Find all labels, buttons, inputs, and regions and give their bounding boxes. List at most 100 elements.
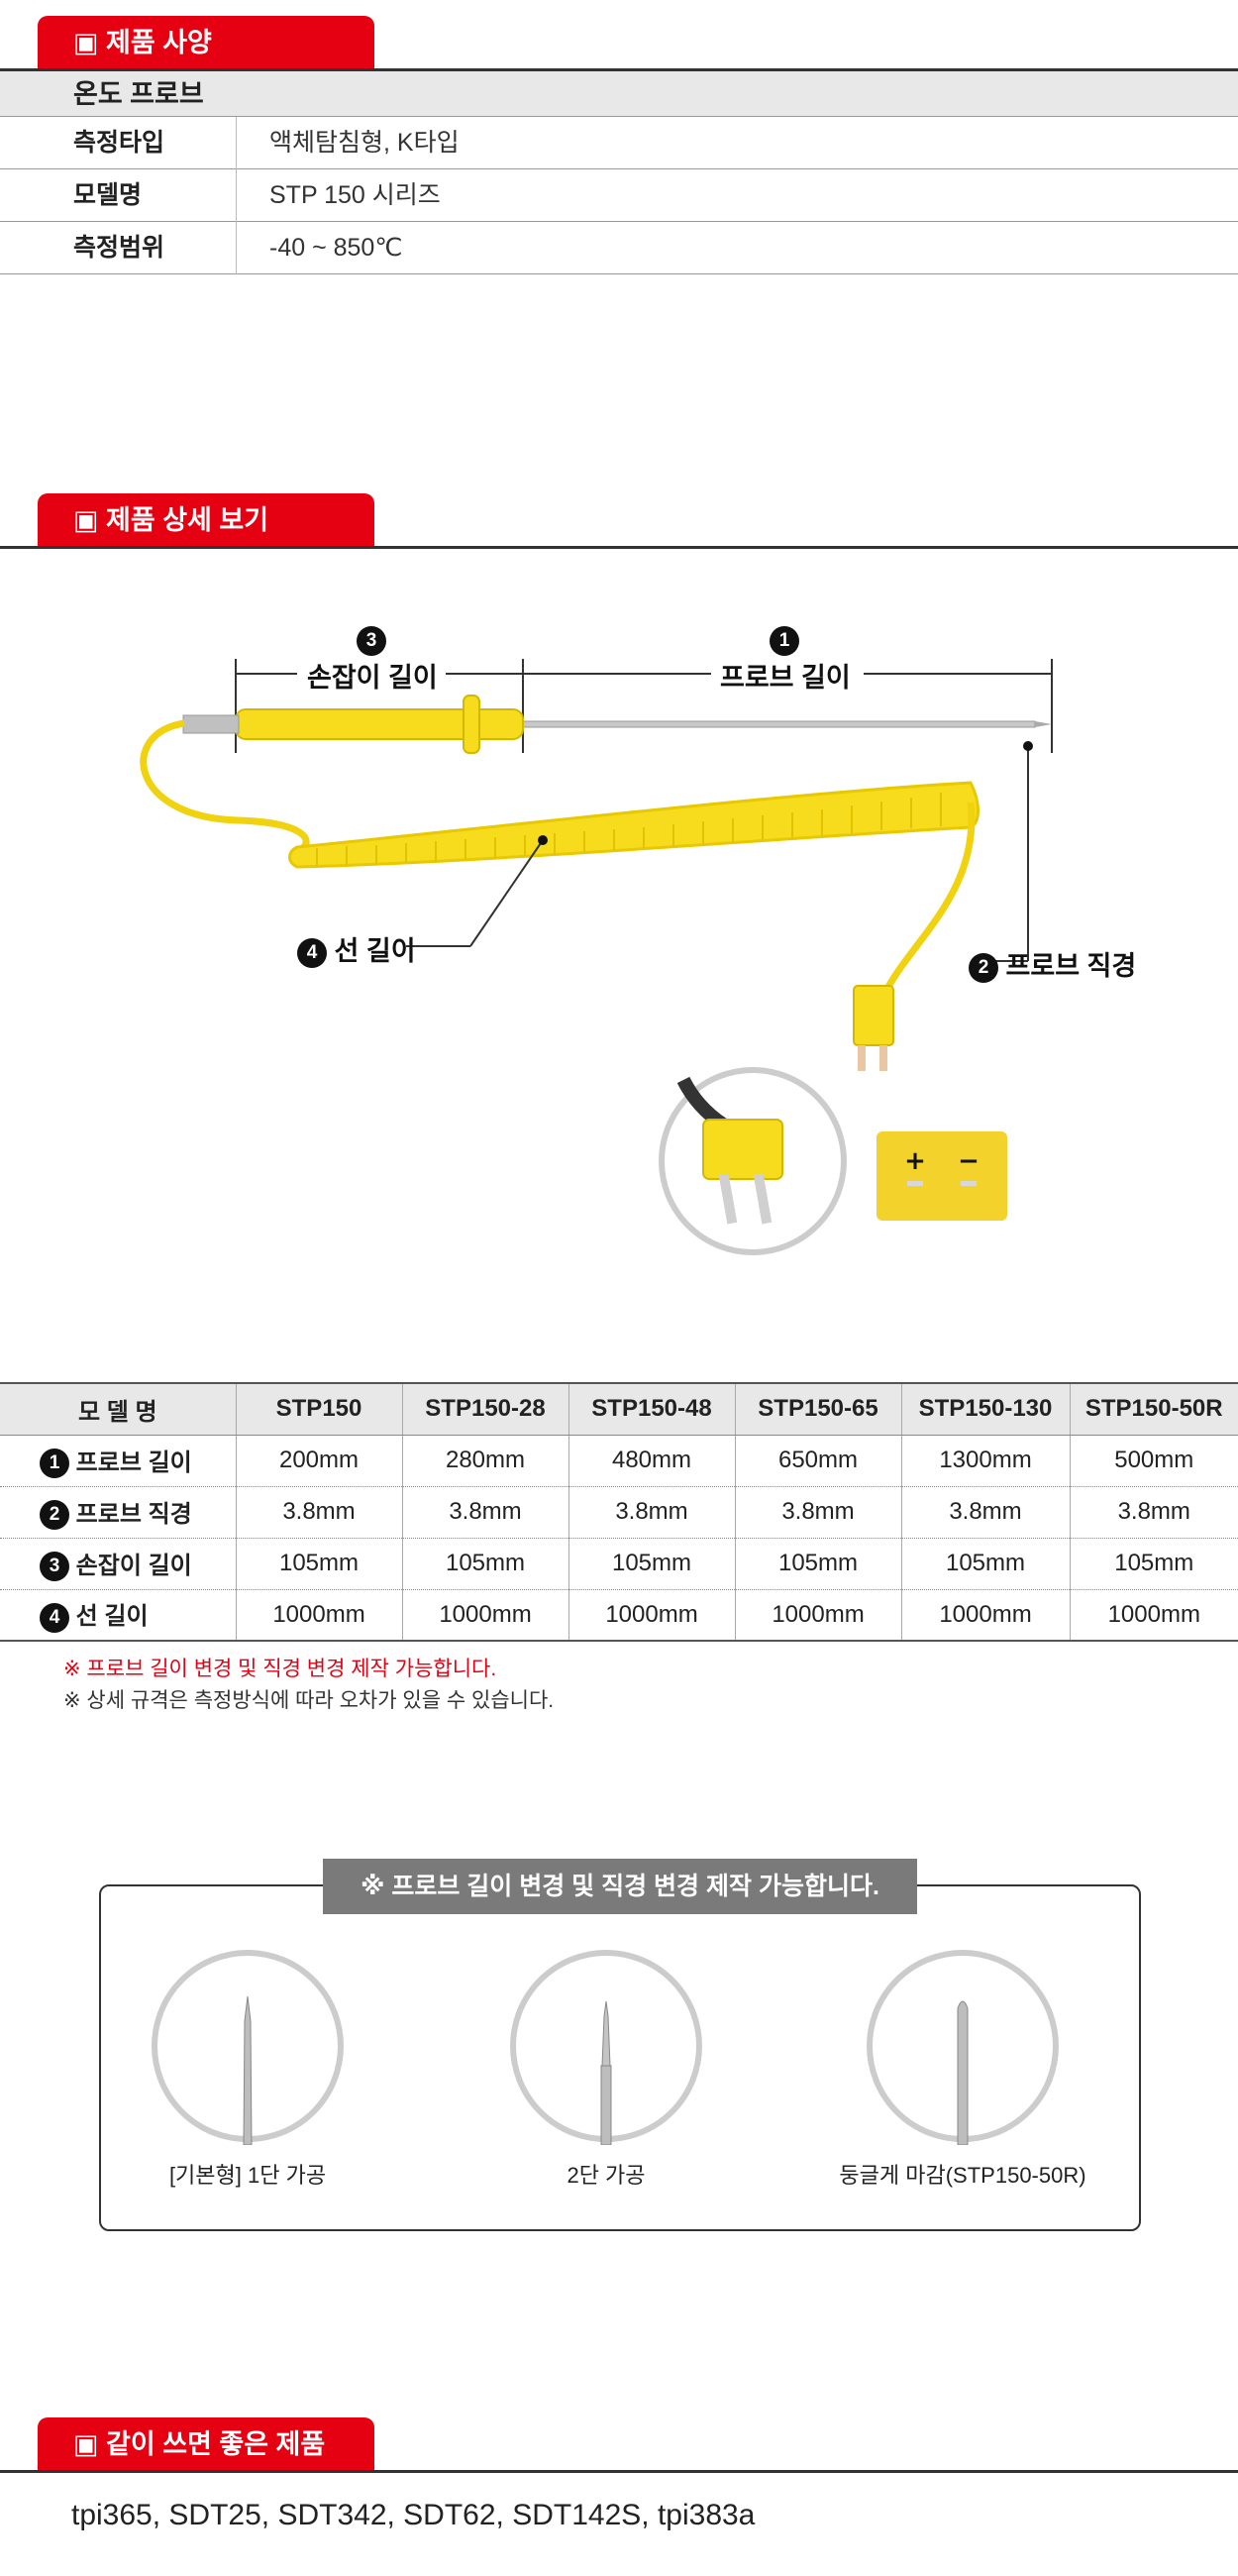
table-row: 2 프로브 직경 3.8mm 3.8mm 3.8mm 3.8mm 3.8mm 3… <box>0 1486 1238 1539</box>
table-cell: 105mm <box>402 1538 569 1590</box>
section-header-related: ▣ 같이 쓰면 좋은 제품 <box>0 2417 1238 2473</box>
dimension-lines <box>235 659 1053 753</box>
spec-row: 모델명 STP 150 시리즈 <box>0 169 1238 222</box>
section-divider <box>0 2470 1238 2473</box>
model-name: STP150-28 <box>402 1383 569 1436</box>
spec-value: STP 150 시리즈 <box>269 181 441 209</box>
table-cell: 200mm <box>236 1435 403 1487</box>
spec-key: 모델명 <box>73 181 143 209</box>
spec-row: 측정타입 액체탐침형, K타입 <box>0 117 1238 169</box>
spec-table-title: 온도 프로브 <box>0 71 1238 117</box>
table-cell: 480mm <box>568 1435 736 1487</box>
model-name: STP150-50R <box>1070 1383 1238 1436</box>
table-cell: 3.8mm <box>402 1486 569 1539</box>
probe-cable <box>140 719 310 856</box>
row-label: 1 프로브 길이 <box>0 1435 237 1487</box>
table-cell: 3.8mm <box>1070 1486 1238 1539</box>
table-cell: 1000mm <box>402 1589 569 1642</box>
row-label-text: 선 길이 <box>75 1603 149 1631</box>
tip-label-basic: [기본형] 1단 가공 <box>168 2163 327 2188</box>
table-cell: 1000mm <box>901 1589 1071 1642</box>
probe-illustration: + − <box>140 659 1053 1255</box>
table-cell: 3.8mm <box>568 1486 736 1539</box>
section-tab-spec: ▣ 제품 사양 <box>38 16 374 69</box>
table-cell: 1000mm <box>236 1589 403 1642</box>
note-custom-order: ※ 프로브 길이 변경 및 직경 변경 제작 가능합니다. <box>63 1658 497 1680</box>
number-badge: 4 <box>40 1603 69 1634</box>
row-label: 2 프로브 직경 <box>0 1486 237 1539</box>
table-cell: 650mm <box>735 1435 902 1487</box>
table-row: 1 프로브 길이 200mm 280mm 480mm 650mm 1300mm … <box>0 1435 1238 1487</box>
number-badge: 4 <box>297 937 327 968</box>
section-tab-related: ▣ 같이 쓰면 좋은 제품 <box>38 2417 374 2471</box>
tip-banner: ※ 프로브 길이 변경 및 직경 변경 제작 가능합니다. <box>323 1859 917 1914</box>
probe-rod <box>519 720 1036 728</box>
table-cell: 1000mm <box>735 1589 902 1642</box>
table-cell: 280mm <box>402 1435 569 1487</box>
table-row: 4 선 길이 1000mm 1000mm 1000mm 1000mm 1000m… <box>0 1589 1238 1642</box>
table-cell: 105mm <box>568 1538 736 1590</box>
row-label: 4 선 길이 <box>0 1589 237 1642</box>
table-cell: 105mm <box>236 1538 403 1590</box>
row-label: 3 손잡이 길이 <box>0 1538 237 1590</box>
table-cell: 3.8mm <box>236 1486 403 1539</box>
table-cell: 1000mm <box>1070 1589 1238 1642</box>
spec-table: 온도 프로브 측정타입 액체탐침형, K타입 모델명 STP 150 시리즈 측… <box>0 71 1238 274</box>
model-name: STP150 <box>236 1383 403 1436</box>
table-cell: 1000mm <box>568 1589 736 1642</box>
number-badge: 1 <box>770 625 799 656</box>
spec-separator <box>236 117 237 169</box>
related-products: tpi365, SDT25, SDT342, SDT62, SDT142S, t… <box>71 2499 756 2531</box>
model-name: STP150-48 <box>568 1383 736 1436</box>
tip-label-two-step: 2단 가공 <box>567 2163 646 2188</box>
number-badge: 1 <box>40 1449 69 1479</box>
tip-image-basic <box>149 1947 347 2146</box>
callout-label: 선 길이 <box>334 936 416 966</box>
coiled-cable <box>288 781 980 869</box>
plug <box>853 985 894 1046</box>
model-header-row: 모 델 명 STP150 STP150-28 STP150-48 STP150-… <box>0 1383 1238 1436</box>
section-tab-detail: ▣ 제품 상세 보기 <box>38 493 374 547</box>
spec-key: 측정타입 <box>73 129 165 157</box>
section-header-detail: ▣ 제품 상세 보기 <box>0 493 1238 549</box>
table-cell: 500mm <box>1070 1435 1238 1487</box>
row-label-text: 프로브 길이 <box>75 1449 192 1476</box>
tip-image-two-step <box>507 1947 705 2146</box>
polarity-minus: − <box>958 1146 980 1176</box>
coil-stripes <box>316 793 942 866</box>
polarity-plate <box>877 1131 1007 1221</box>
tip-image-rounded <box>864 1947 1062 2146</box>
callout-handle-length: 3 손잡이 길이 <box>307 624 438 695</box>
table-cell: 105mm <box>901 1538 1071 1590</box>
table-row: 3 손잡이 길이 105mm 105mm 105mm 105mm 105mm 1… <box>0 1538 1238 1590</box>
table-cell: 3.8mm <box>735 1486 902 1539</box>
number-badge: 2 <box>969 952 998 983</box>
callout-cable-length: 4 선 길이 <box>297 929 416 968</box>
spec-key: 측정범위 <box>73 234 165 262</box>
table-cell: 1300mm <box>901 1435 1071 1487</box>
polarity-plus: + <box>904 1146 926 1176</box>
model-table: 모 델 명 STP150 STP150-28 STP150-48 STP150-… <box>0 1382 1238 1642</box>
note-tolerance: ※ 상세 규격은 측정방식에 따라 오차가 있을 수 있습니다. <box>63 1689 555 1712</box>
table-cell: 105mm <box>735 1538 902 1590</box>
section-divider <box>0 68 1238 71</box>
number-badge: 2 <box>40 1500 69 1531</box>
number-badge: 3 <box>40 1552 69 1582</box>
section-divider <box>0 546 1238 549</box>
probe-diagram: + − 3 손잡이 길이 1 프로브 길이 2 프로브 직경 4 선 길이 <box>0 565 1238 1278</box>
spec-separator <box>236 169 237 222</box>
callout-probe-diameter: 2 프로브 직경 <box>969 944 1136 983</box>
callout-label: 손잡이 길이 <box>307 662 438 693</box>
table-cell: 3.8mm <box>901 1486 1071 1539</box>
callout-probe-length: 1 프로브 길이 <box>720 624 851 695</box>
spec-separator <box>236 222 237 274</box>
leader-lines <box>406 746 1029 962</box>
tip-label-rounded: 둥글게 마감(STP150-50R) <box>839 2163 1086 2188</box>
callout-label: 프로브 직경 <box>1005 951 1137 981</box>
spec-value: 액체탐침형, K타입 <box>269 129 460 157</box>
spec-value: -40 ~ 850℃ <box>269 234 403 262</box>
callout-label: 프로브 길이 <box>720 662 851 693</box>
model-name: STP150-65 <box>735 1383 902 1436</box>
row-label-text: 손잡이 길이 <box>75 1552 192 1579</box>
table-cell: 105mm <box>1070 1538 1238 1590</box>
